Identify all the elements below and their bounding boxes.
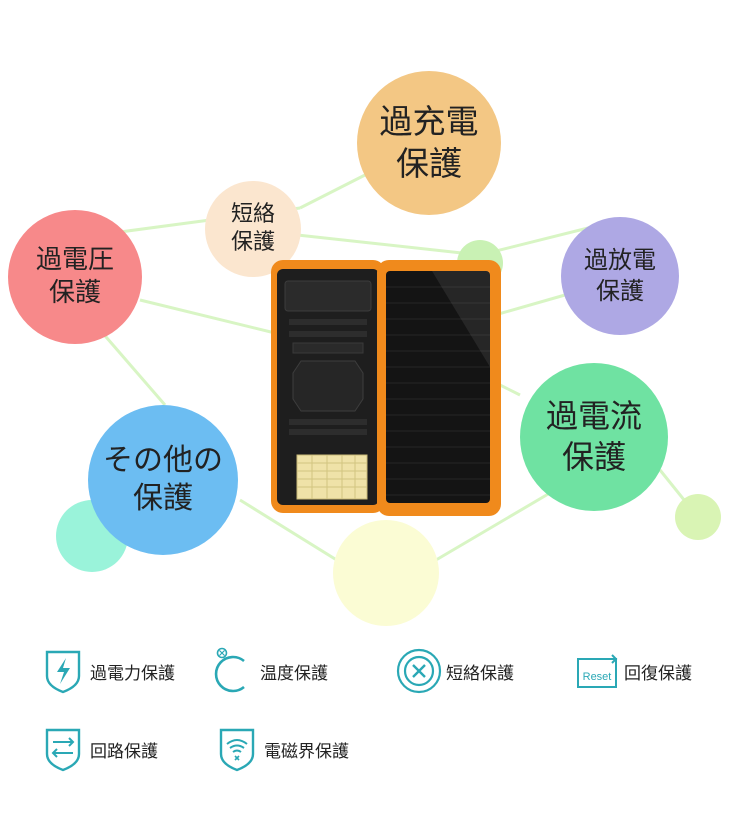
decor-circle-yellow	[333, 520, 439, 626]
bubble-overcurrent-label: 過電流 保護	[545, 397, 642, 476]
feature-emf: 電磁界保護	[214, 724, 349, 774]
emf-wifi-shield-icon	[214, 724, 260, 774]
bubble-overcharge-label: 過充電 保護	[379, 101, 479, 183]
feature-temperature: 温度保護	[210, 646, 328, 696]
feature-recovery-label: 回復保護	[624, 663, 692, 684]
feature-recovery: Reset 回復保護	[574, 646, 692, 696]
feature-overpower-label: 過電力保護	[90, 663, 175, 684]
feature-short-circuit: 短絡保護	[396, 646, 514, 696]
reset-icon-text: Reset	[582, 671, 612, 683]
temperature-icon	[210, 646, 256, 696]
feature-overpower: 過電力保護	[40, 646, 175, 696]
feature-temperature-label: 温度保護	[260, 663, 328, 684]
bubble-short-label: 短絡 保護	[230, 201, 275, 255]
bubble-overdischarge-label: 過放電 保護	[584, 246, 656, 305]
bubble-overdischarge: 過放電 保護	[561, 217, 679, 335]
bubble-overcurrent: 過電流 保護	[520, 363, 668, 511]
lightning-shield-icon	[40, 646, 86, 696]
circuit-arrows-icon	[40, 724, 86, 774]
bubble-other-label: その他の 保護	[103, 442, 223, 516]
reset-icon: Reset	[574, 646, 620, 696]
solar-power-bank-image	[271, 260, 501, 516]
bubble-other: その他の 保護	[88, 405, 238, 555]
bubble-overvoltage-label: 過電圧 保護	[35, 244, 114, 308]
infographic: 過充電 保護 短絡 保護 過電圧 保護 過放電 保護 過電流 保護 その他の 保…	[8, 71, 721, 626]
feature-emf-label: 電磁界保護	[264, 741, 349, 762]
feature-circuit-label: 回路保護	[90, 741, 158, 762]
feature-circuit: 回路保護	[40, 724, 158, 774]
short-circuit-icon	[396, 646, 442, 696]
bubble-overvoltage: 過電圧 保護	[8, 210, 142, 344]
decor-circle-lime	[675, 494, 721, 540]
bubble-overcharge: 過充電 保護	[357, 71, 501, 215]
feature-short-circuit-label: 短絡保護	[446, 663, 514, 684]
